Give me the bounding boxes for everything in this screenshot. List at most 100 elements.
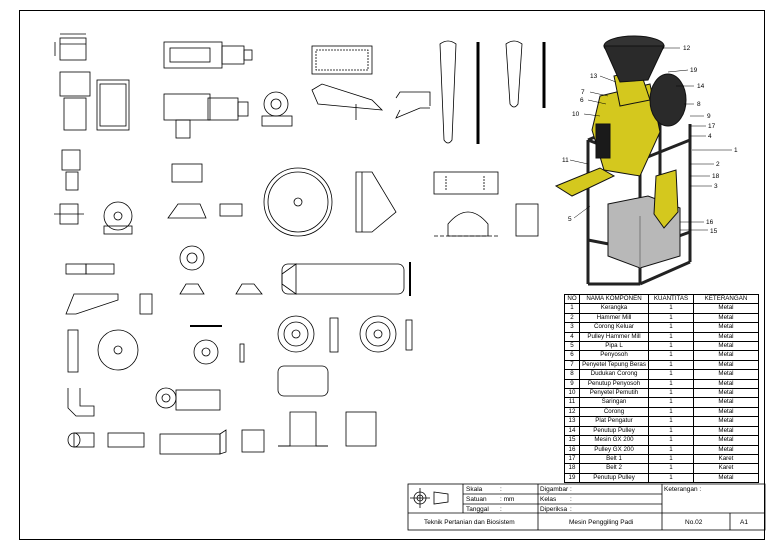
part-view-pulleys [67, 315, 413, 373]
balloon-label: 16 [706, 219, 714, 226]
balloon-label: 13 [590, 73, 598, 80]
bom-cell-name: Belt 1 [579, 453, 649, 465]
bom-cell-qty: 1 [648, 331, 694, 343]
satuan-label: Satuan [466, 496, 487, 503]
balloon-label: 15 [710, 228, 718, 235]
bom-cell-no: 11 [564, 397, 580, 408]
drawing-number: No.02 [685, 519, 703, 526]
bom-cell-no: 14 [564, 425, 580, 437]
part-view-pipe-l [395, 91, 431, 119]
bom-cell-name: Penutup Penyosoh [579, 378, 649, 390]
bom-header-qty: KUANTITAS [648, 293, 694, 305]
bom-cell-qty: 1 [648, 388, 694, 399]
bom-cell-name: Corong [579, 406, 649, 418]
bom-cell-no: 15 [564, 435, 580, 446]
balloon-label: 18 [712, 173, 720, 180]
part-view-plate [433, 171, 539, 237]
part-view-frame-front [54, 33, 130, 131]
diperiksa-label: Diperiksa [540, 506, 568, 513]
bom-cell-note: Karet [693, 463, 759, 474]
part-view-belt-1 [439, 40, 480, 144]
bom-cell-no: 3 [564, 322, 580, 333]
bom-cell-note: Metal [693, 378, 759, 390]
part-view-small-parts [65, 245, 263, 315]
digambar-value: : [570, 486, 572, 493]
part-view-hammer-mill-side [163, 91, 293, 139]
part-view-supports [54, 149, 243, 235]
keterangan-label: Keterangan : [664, 486, 702, 493]
bom-cell-name: Belt 2 [579, 463, 649, 474]
tanggal-label: Tanggal [466, 506, 489, 513]
bom-cell-no: 1 [564, 303, 580, 314]
bom-cell-qty: 1 [648, 406, 694, 418]
bom-cell-no: 12 [564, 406, 580, 418]
bom-cell-qty: 1 [648, 444, 694, 455]
bom-cell-note: Metal [693, 350, 759, 361]
balloon-label: 11 [562, 157, 569, 164]
bom-cell-no: 19 [564, 472, 580, 484]
department-name: Teknik Pertanian dan Biosistem [424, 519, 515, 526]
bom-cell-note: Metal [693, 359, 759, 371]
bom-cell-note: Metal [693, 416, 759, 427]
bom-cell-qty: 1 [648, 397, 694, 408]
bom-cell-note: Metal [693, 425, 759, 437]
bom-cell-name: Hammer Mill [579, 312, 649, 324]
balloon-label: 17 [708, 123, 716, 130]
bom-header-no: NO [564, 293, 580, 305]
bom-cell-no: 2 [564, 312, 580, 324]
bom-cell-qty: 1 [648, 472, 694, 484]
bom-header-note: KETERANGAN [693, 293, 759, 305]
bom-cell-note: Karet [693, 453, 759, 465]
bom-cell-name: Penyosoh [579, 350, 649, 361]
bom-cell-no: 10 [564, 388, 580, 399]
part-view-hammer-mill-top [163, 41, 253, 69]
bom-cell-no: 16 [564, 444, 580, 455]
bom-cell-name: Pulley Hammer Mill [579, 331, 649, 343]
bom-cell-no: 5 [564, 341, 580, 352]
bom-cell-note: Metal [693, 388, 759, 399]
bom-cell-note: Metal [693, 435, 759, 446]
bom-cell-name: Plat Pengatur [579, 416, 649, 427]
bom-cell-qty: 1 [648, 359, 694, 371]
balloon-label: 6 [580, 97, 584, 104]
bom-cell-note: Metal [693, 369, 759, 380]
bom-cell-qty: 1 [648, 322, 694, 333]
bom-cell-note: Metal [693, 406, 759, 418]
kelas-value: : [570, 496, 572, 503]
balloon-label: 10 [572, 111, 580, 118]
bom-cell-qty: 1 [648, 425, 694, 437]
bom-cell-qty: 1 [648, 463, 694, 474]
bom-cell-qty: 1 [648, 312, 694, 324]
part-view-saringan [281, 262, 411, 296]
bom-cell-name: Penutup Pulley [579, 425, 649, 437]
sheet-size: A1 [740, 519, 748, 526]
part-view-hopper-side [355, 171, 397, 233]
bom-cell-qty: 1 [648, 350, 694, 361]
skala-value: : [500, 486, 502, 493]
bom-cell-note: Metal [693, 444, 759, 455]
bom-cell-name: Pipa L [579, 341, 649, 352]
bom-cell-qty: 1 [648, 378, 694, 390]
part-view-lower-row [67, 365, 377, 455]
balloon-label: 8 [697, 101, 701, 108]
bom-cell-qty: 1 [648, 435, 694, 446]
balloon-label: 12 [683, 45, 691, 52]
bom-cell-no: 8 [564, 369, 580, 380]
bom-cell-name: Saringan [579, 397, 649, 408]
satuan-value: : mm [500, 496, 515, 503]
